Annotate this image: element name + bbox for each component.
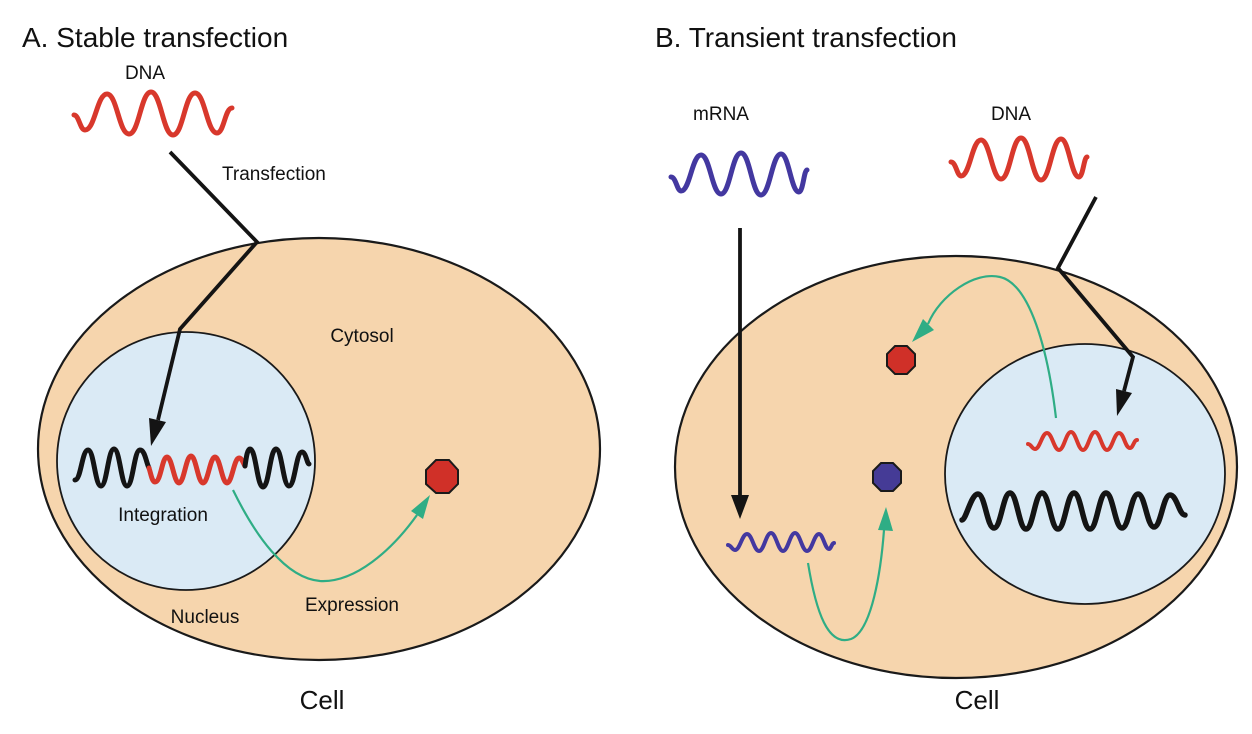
genomic-dna-right-a [242, 446, 312, 490]
cell-label-a: Cell [300, 685, 345, 715]
cytosol-label-a: Cytosol [330, 326, 393, 347]
panel-a: A. Stable transfection DNA Transfection … [22, 22, 602, 715]
mrna-label-b: mRNA [693, 104, 749, 125]
dna-label-a: DNA [125, 63, 165, 84]
nucleus-label-a: Nucleus [171, 607, 240, 628]
expression-label-a: Expression [305, 595, 399, 616]
panel-b-title: B. Transient transfection [655, 22, 957, 53]
dna-expression-arrow-b [926, 274, 1058, 419]
protein-octagon-purple-b [872, 462, 902, 492]
dna-delivery-arrowhead-b [1116, 389, 1132, 416]
dna-wave-b [948, 135, 1090, 183]
protein-octagon-red-a [425, 459, 459, 494]
mrna-wave-b [668, 150, 810, 198]
transfection-arrow-a [156, 150, 260, 421]
panel-b: B. Transient transfection [655, 22, 1239, 715]
cell-label-b: Cell [955, 685, 1000, 715]
cytosolic-mrna-b [726, 530, 836, 554]
episomal-dna-b [1026, 429, 1139, 453]
transfection-arrowhead-a [149, 418, 166, 446]
dna-wave-a [71, 89, 235, 138]
mrna-delivery-arrowhead-b [731, 495, 749, 519]
expression-arrowhead-a [411, 495, 430, 519]
expression-arrow-a [232, 489, 418, 583]
dna-expression-arrowhead-b [912, 319, 934, 342]
mrna-expression-arrowhead-b [878, 507, 893, 531]
genomic-dna-b [959, 490, 1188, 532]
transfection-label-a: Transfection [222, 164, 326, 185]
panel-a-title: A. Stable transfection [22, 22, 288, 53]
mrna-expression-arrow-b [806, 529, 886, 642]
integration-label-a: Integration [118, 505, 208, 526]
nucleus-b [944, 343, 1226, 605]
dna-label-b: DNA [991, 104, 1031, 125]
integrated-dna-insert-a [146, 453, 248, 486]
genomic-dna-left-a [72, 446, 152, 489]
protein-octagon-red-b [886, 345, 916, 375]
dna-delivery-arrow-b [1055, 196, 1136, 392]
